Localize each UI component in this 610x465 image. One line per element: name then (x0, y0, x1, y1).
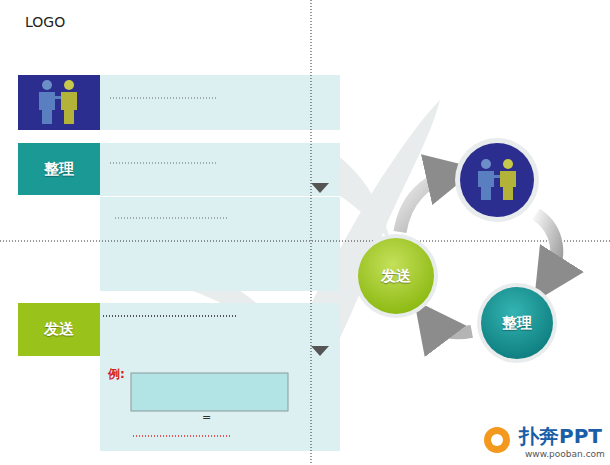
panel-divider (100, 196, 340, 197)
people-icon (478, 159, 516, 200)
people-circle (460, 143, 534, 217)
node-label: 发送 (381, 267, 411, 286)
icon-box (18, 75, 100, 130)
guide-line (311, 0, 312, 465)
node-label: 整理 (44, 160, 74, 179)
brand-url: www.pooban.com (525, 449, 605, 459)
down-triangle (311, 346, 329, 356)
process-box: 整理 (18, 143, 100, 195)
down-triangle (311, 183, 329, 193)
process-circle: 整理 (477, 283, 557, 363)
panel (100, 143, 340, 291)
logo-text: LOGO (25, 14, 65, 30)
example-label: 例: (108, 366, 125, 383)
panel (100, 75, 340, 130)
cycle-arrow (430, 321, 472, 333)
brand-mark (484, 427, 510, 453)
cycle-arrow (400, 174, 452, 232)
circle-ring (455, 138, 539, 222)
example-box (131, 373, 288, 411)
node-label: 发送 (44, 320, 74, 339)
brand-mark (491, 434, 503, 446)
process-box: 发送 (18, 303, 100, 356)
people-icon (39, 80, 77, 124)
cycle-arrow (536, 214, 557, 280)
panel (100, 303, 340, 451)
equals-sign: = (202, 411, 211, 424)
guide-line (0, 241, 610, 242)
process-circle: 发送 (354, 234, 438, 318)
node-label: 整理 (502, 314, 532, 333)
brand-watermark: 扑奔PPT (519, 423, 602, 450)
